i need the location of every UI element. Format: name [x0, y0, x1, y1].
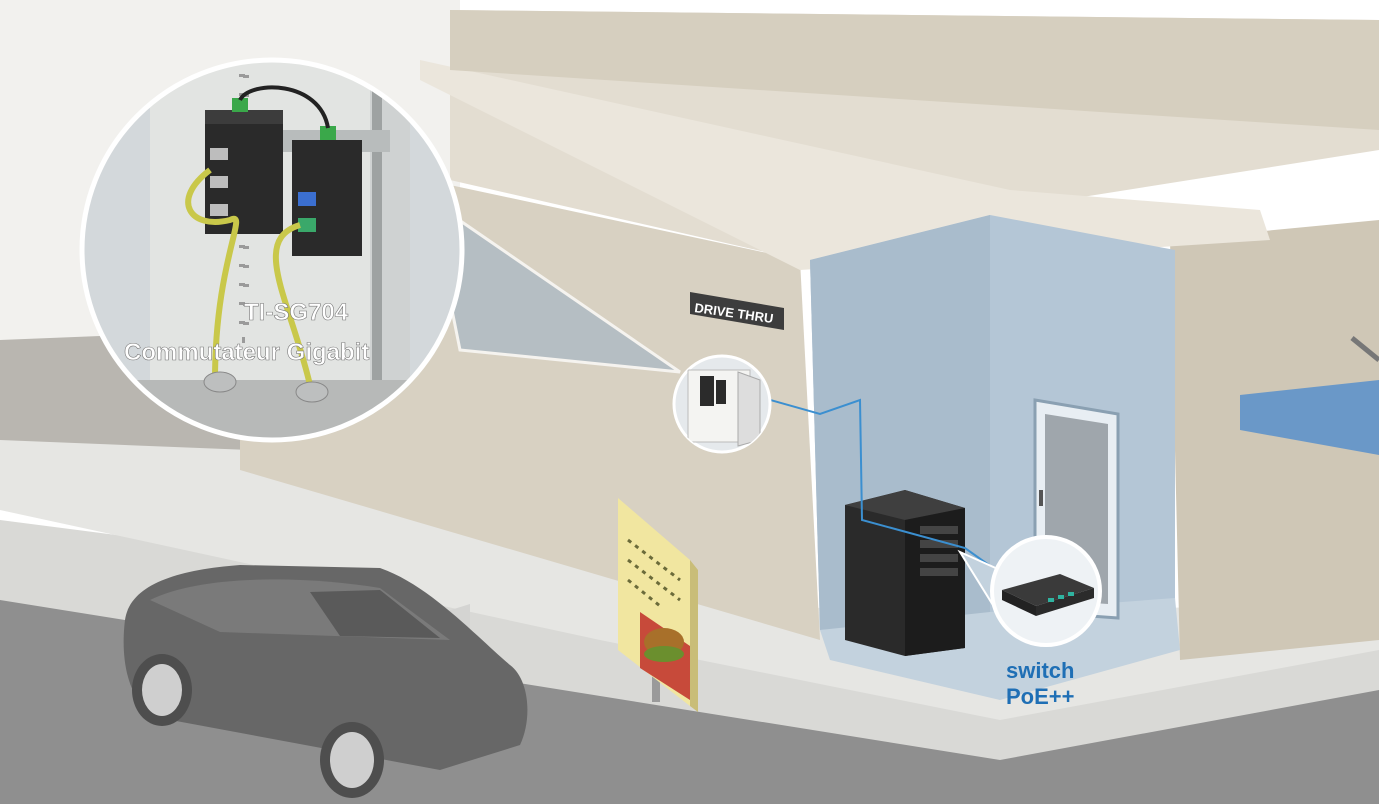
network-enclosure-icon	[672, 354, 772, 454]
server-rack-icon	[845, 490, 965, 656]
gigabit-switch-device	[205, 98, 283, 234]
cable-gland-1	[203, 371, 237, 393]
drive-thru-window-ledge	[1240, 380, 1379, 455]
switch-label-line2: PoE++	[1006, 684, 1074, 709]
patch-cable-yellow-1	[185, 167, 240, 381]
cable-gland-2	[295, 381, 329, 403]
zoom-subtitle-label: Commutateur Gigabit	[124, 339, 369, 366]
network-cable-line	[741, 391, 1011, 581]
poe-injector-device	[292, 126, 362, 256]
poe-switch-icon	[1002, 574, 1094, 616]
building-right-wall	[1170, 220, 1379, 660]
menu-board-icon	[618, 498, 698, 712]
roof-edge	[420, 60, 1270, 270]
zoom-title-label: TI-SG704	[244, 299, 349, 326]
switch-label-line1: switch	[1006, 658, 1074, 683]
car-shape	[123, 565, 528, 798]
patch-cable-yellow-2	[272, 222, 313, 386]
upper-wall	[450, 10, 1379, 130]
patch-cable-black	[238, 85, 330, 129]
poe-switch-callout: switch PoE++	[957, 535, 1102, 709]
zoom-detail-view: TI-SG704 Commutateur Gigabit	[79, 57, 465, 443]
drive-thru-pipe	[1350, 336, 1379, 362]
